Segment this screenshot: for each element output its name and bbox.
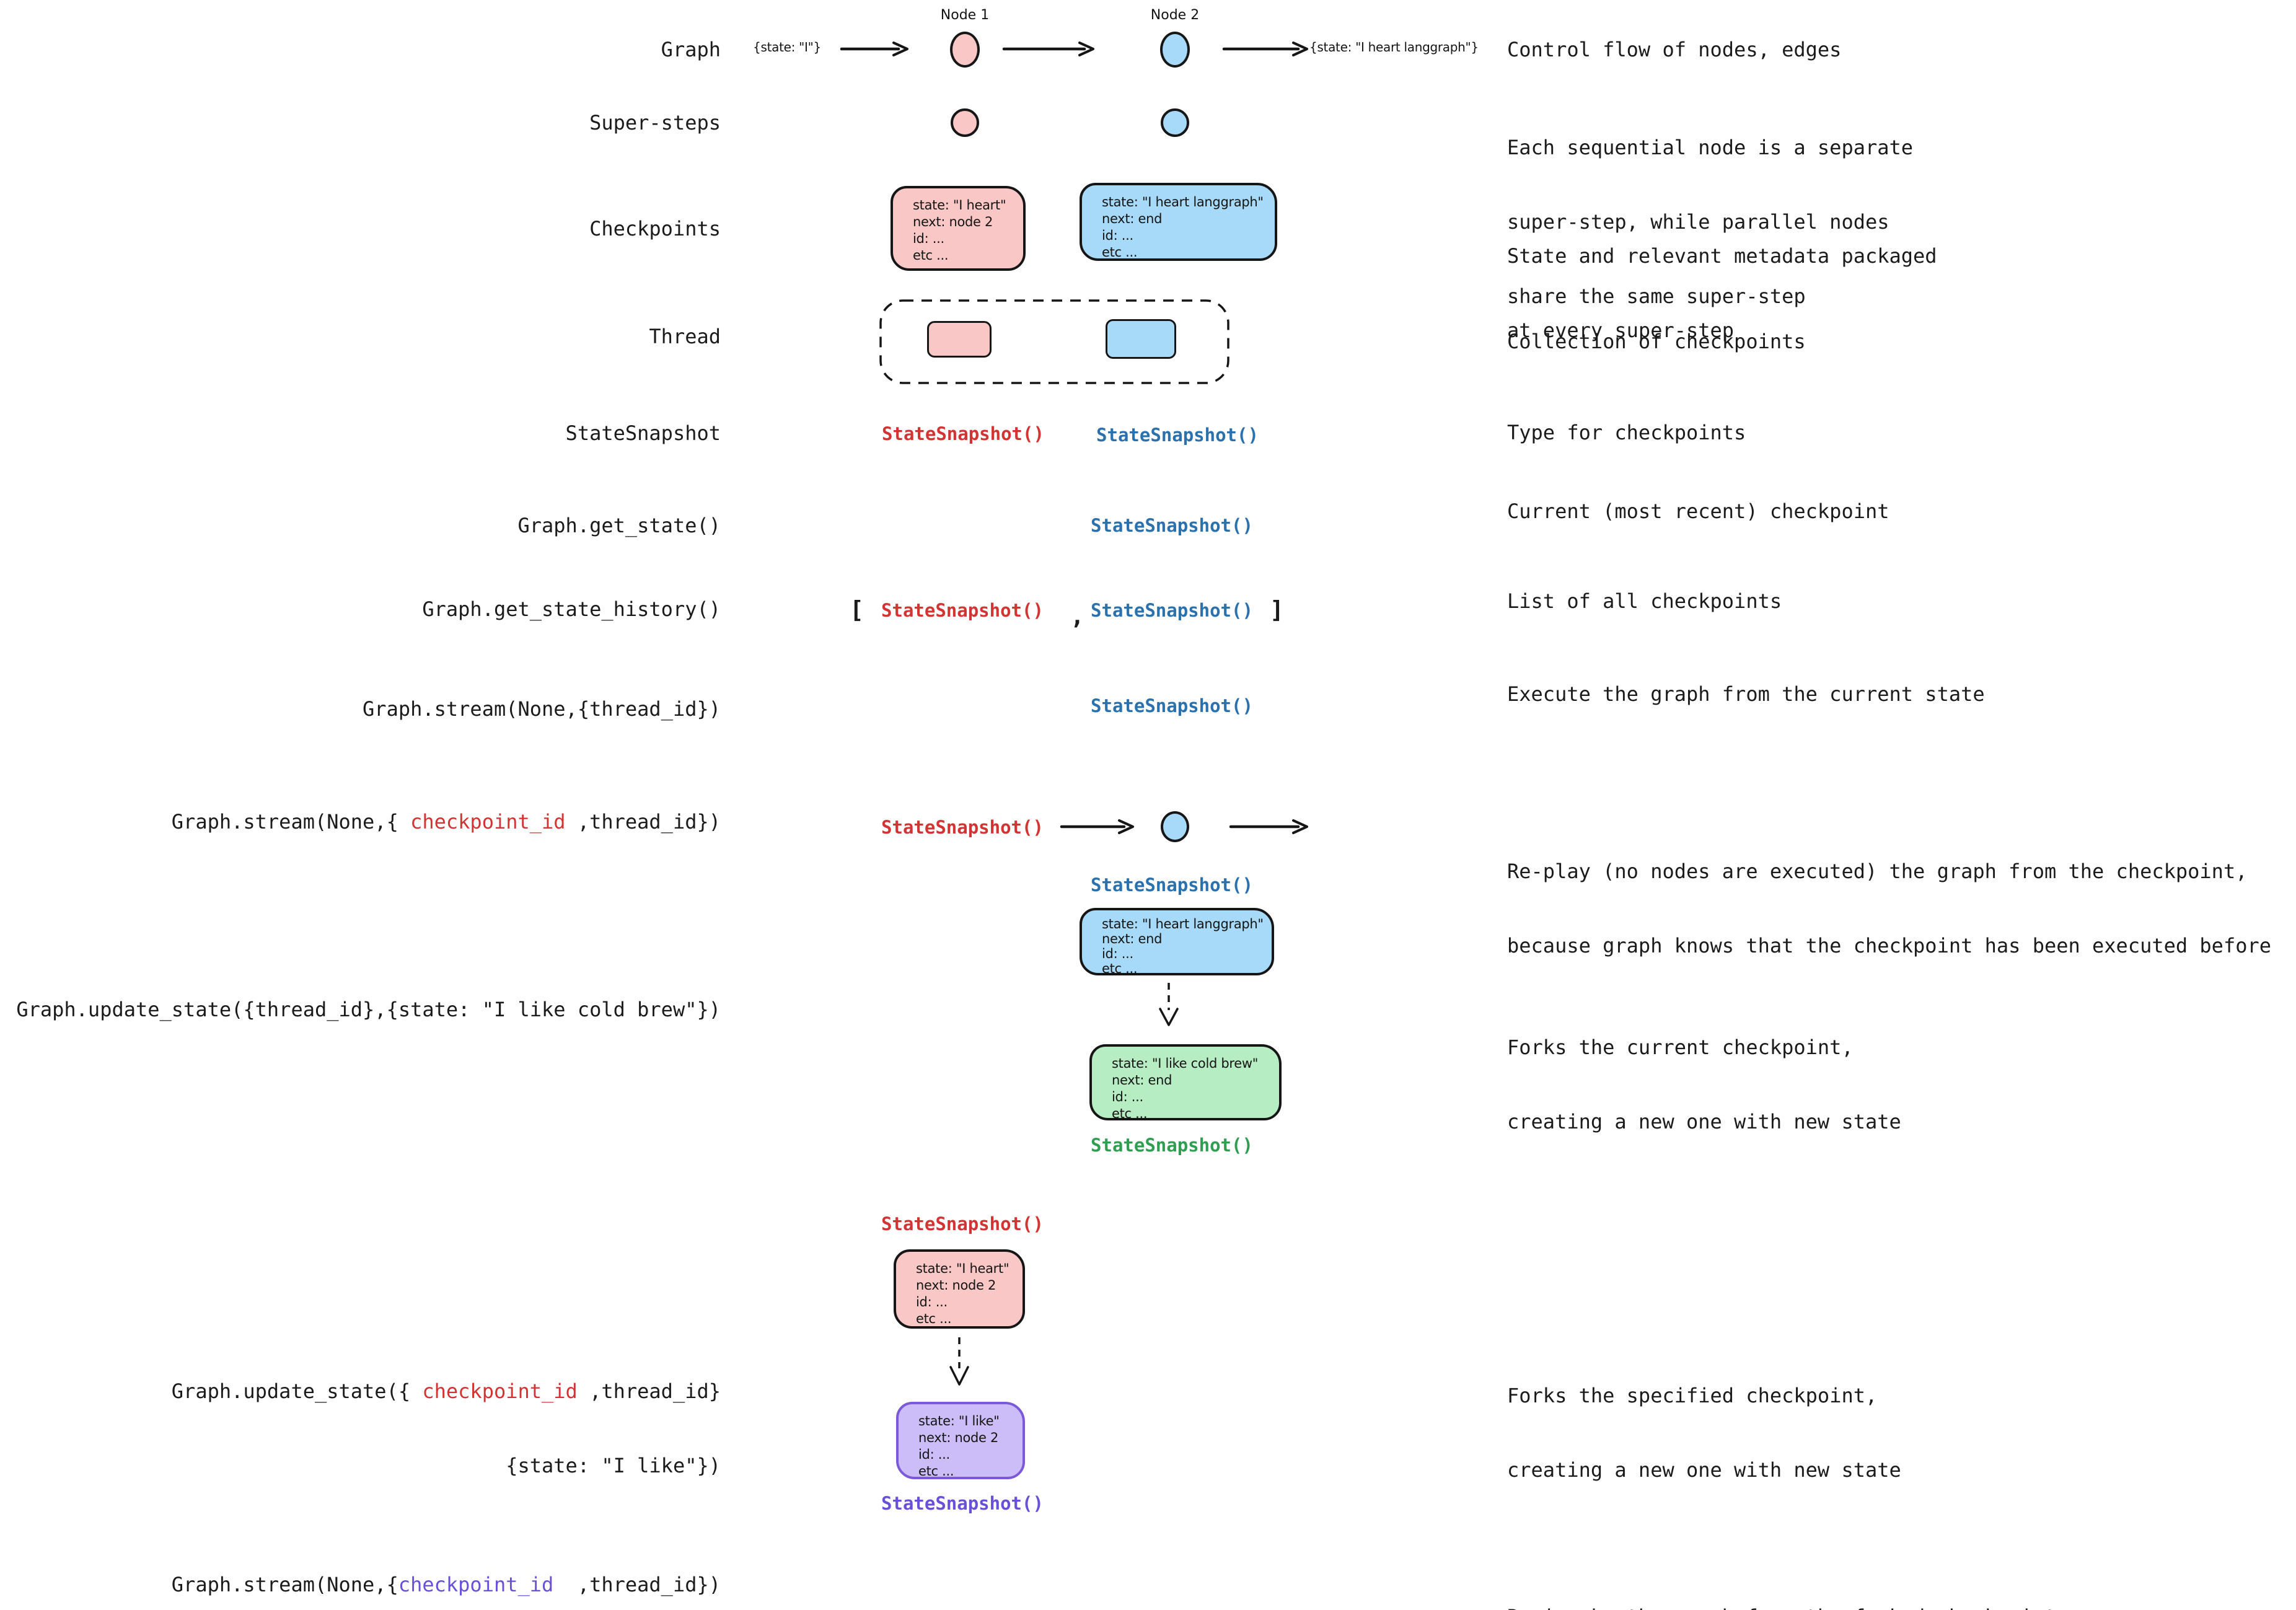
fork-result-purple-box: state: "I like" next: node 2 id: ... etc… (896, 1402, 1025, 1479)
label-suffix: ,thread_id} (577, 1379, 721, 1403)
statesnapshot-blue: StateSnapshot() (1091, 874, 1253, 895)
statesnapshot-purple: StateSnapshot() (881, 1493, 1044, 1514)
statesnapshot-blue: StateSnapshot() (1096, 424, 1259, 446)
row-label-super-steps: Super-steps (589, 111, 721, 134)
desc-stream-checkpoint-2: Re-invoke the graph from the forked chec… (1507, 1555, 2116, 1610)
desc-super-steps: Each sequential node is a separate super… (1507, 136, 1914, 308)
graph-output-state: {state: "I heart langgraph"} (1309, 40, 1479, 55)
dashed-down-arrow-icon (949, 1337, 969, 1386)
desc-update-state-thread: Forks the current checkpoint, creating a… (1507, 1036, 1901, 1133)
desc-stream-thread: Execute the graph from the current state (1507, 682, 1985, 706)
row-label-checkpoints: Checkpoints (589, 217, 721, 240)
label-prefix: Graph.stream(None,{ (171, 810, 411, 834)
statesnapshot-blue: StateSnapshot() (1091, 600, 1253, 621)
statesnapshot-red: StateSnapshot() (881, 1213, 1044, 1234)
row-label-statesnapshot: StateSnapshot (565, 421, 721, 445)
row-label-update-state-thread: Graph.update_state({thread_id},{state: "… (16, 998, 721, 1021)
list-comma: , (1070, 602, 1084, 630)
list-close-bracket: ] (1270, 596, 1284, 623)
replay-node-circle (1161, 811, 1189, 842)
row-label-stream-checkpoint: Graph.stream(None,{ checkpoint_id ,threa… (172, 809, 721, 834)
statesnapshot-blue: StateSnapshot() (1091, 515, 1253, 536)
desc-get-state-history: List of all checkpoints (1507, 589, 1782, 613)
statesnapshot-red: StateSnapshot() (881, 817, 1044, 838)
statesnapshot-green: StateSnapshot() (1091, 1135, 1253, 1156)
desc-graph: Control flow of nodes, edges (1507, 38, 1842, 61)
checkpoint-pink-box: state: "I heart" next: node 2 id: ... et… (891, 186, 1026, 271)
statesnapshot-red: StateSnapshot() (882, 423, 1044, 444)
arrow-right-icon (840, 42, 908, 56)
row-label-stream-thread: Graph.stream(None,{thread_id}) (363, 697, 721, 721)
arrow-right-icon (1002, 42, 1094, 56)
statesnapshot-red: StateSnapshot() (881, 600, 1044, 621)
label-line-1: Graph.update_state({ checkpoint_id ,thre… (172, 1379, 721, 1404)
arrow-right-icon (1060, 819, 1134, 834)
checkpoint-id-highlight: checkpoint_id (398, 1573, 554, 1596)
desc-thread: Collection of checkpoints (1507, 330, 1806, 353)
node1-label: Node 1 (940, 7, 990, 23)
fork-result-green-box: state: "I like cold brew" next: end id: … (1089, 1044, 1282, 1121)
super-step-node2-circle (1161, 108, 1189, 137)
thread-dashed-container (879, 299, 1229, 384)
fork-source-pink-box: state: "I heart" next: node 2 id: ... et… (894, 1249, 1025, 1329)
node2-label: Node 2 (1150, 7, 1200, 23)
statesnapshot-blue: StateSnapshot() (1091, 695, 1253, 716)
list-open-bracket: [ (850, 596, 864, 623)
dashed-down-arrow-icon (1159, 983, 1179, 1026)
label-line-2: {state: "I like"}) (506, 1454, 721, 1477)
desc-get-state: Current (most recent) checkpoint (1507, 499, 1889, 523)
label-suffix: ,thread_id}) (565, 810, 721, 834)
label-prefix: Graph.stream(None,{ (171, 1573, 398, 1596)
checkpoint-blue-box: state: "I heart langgraph" next: end id:… (1080, 183, 1277, 261)
row-label-graph: Graph (661, 38, 721, 61)
row-label-stream-checkpoint-2: Graph.stream(None,{checkpoint_id ,thread… (172, 1572, 721, 1597)
label-suffix: ,thread_id}) (553, 1573, 721, 1596)
fork-source-blue-box: state: "I heart langgraph" next: end id:… (1080, 908, 1274, 976)
graph-input-state: {state: "I"} (753, 40, 821, 55)
row-label-get-state-history: Graph.get_state_history() (422, 597, 721, 621)
node1-circle (950, 32, 980, 68)
desc-stream-checkpoint: Re-play (no nodes are executed) the grap… (1507, 860, 2271, 957)
row-label-thread: Thread (649, 325, 721, 348)
super-step-node1-circle (951, 108, 979, 137)
checkpoint-id-highlight: checkpoint_id (422, 1379, 578, 1403)
node2-circle (1160, 32, 1190, 68)
desc-update-state-checkpoint: Forks the specified checkpoint, creating… (1507, 1384, 1901, 1482)
checkpoint-id-highlight: checkpoint_id (410, 810, 566, 834)
desc-checkpoints: State and relevant metadata packaged at … (1507, 244, 1937, 342)
desc-statesnapshot: Type for checkpoints (1507, 421, 1746, 444)
arrow-right-icon (1222, 42, 1308, 56)
arrow-right-icon (1229, 819, 1308, 834)
row-label-update-state-checkpoint: Graph.update_state({ checkpoint_id ,thre… (172, 1329, 721, 1528)
label-prefix: Graph.update_state({ (171, 1379, 423, 1403)
row-label-get-state: Graph.get_state() (517, 514, 721, 537)
thread-pink-checkpoint (927, 321, 992, 358)
thread-blue-checkpoint (1106, 319, 1176, 359)
